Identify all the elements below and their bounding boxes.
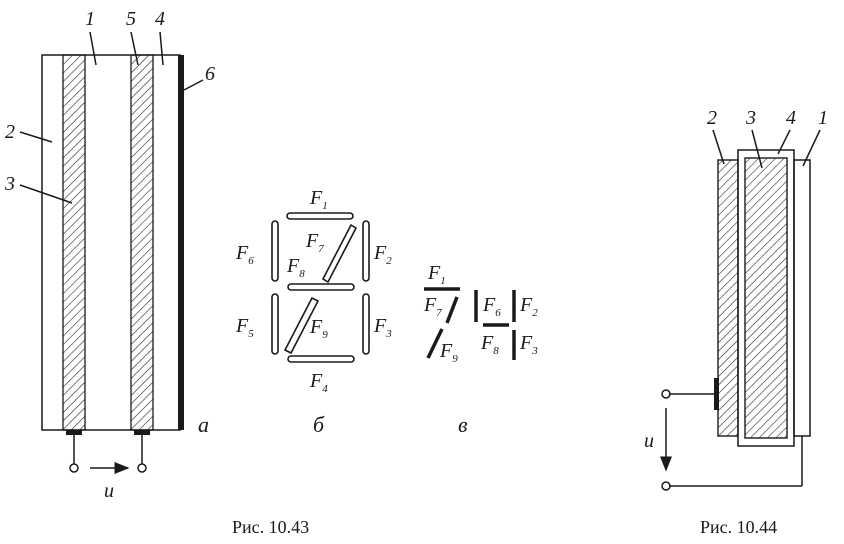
plate-1 (793, 159, 811, 437)
voltage-label: u (104, 480, 114, 502)
voltage-label-44: u (644, 430, 654, 452)
label-3: 3 (4, 173, 15, 195)
leader-4 (159, 31, 164, 66)
label-6: 6 (205, 63, 215, 85)
label-4: 4 (155, 8, 165, 30)
label-44-2: 2 (707, 107, 717, 129)
label-f8: F8 (286, 255, 305, 280)
bar-f9 (426, 328, 444, 359)
leader-44-2 (712, 129, 725, 165)
segment-f8 (287, 283, 355, 291)
segment-f6 (271, 220, 279, 282)
fig-10-43-v: F1 F7 F9 F6 F2 F8 F3 в (423, 262, 538, 437)
label-f6: F6 (235, 242, 254, 267)
label-44-1: 1 (818, 107, 828, 129)
label-f4: F4 (309, 370, 328, 395)
label-f5: F5 (235, 315, 254, 340)
panel-letter-v: в (458, 412, 468, 437)
bar-f7 (445, 296, 459, 324)
leader-44-4 (777, 129, 791, 155)
leader-44-3 (751, 129, 763, 169)
label-v-f1: F1 (427, 262, 446, 287)
label-f2: F2 (373, 242, 392, 267)
hatched-layer-3 (744, 157, 788, 439)
right-electrode-layer (130, 54, 154, 431)
leader-3 (19, 184, 73, 204)
leader-5 (130, 31, 139, 66)
fig-10-44: u 2 3 4 1 (644, 107, 828, 491)
label-v-f9: F9 (439, 340, 458, 365)
label-v-f3: F3 (519, 332, 538, 357)
segment-f5 (271, 293, 279, 355)
segment-f9 (283, 296, 320, 355)
hatched-plate-2 (717, 159, 739, 437)
leader-44-1 (802, 129, 821, 167)
segment-f7 (321, 223, 358, 284)
panel-letter-b: б (313, 412, 325, 437)
fig-10-43-a: u 1 5 4 6 2 3 а (4, 8, 215, 502)
terminal-left (69, 463, 79, 473)
label-44-3: 3 (745, 107, 756, 129)
label-5: 5 (126, 8, 136, 30)
label-1: 1 (85, 8, 95, 30)
left-electrode-layer (62, 54, 86, 431)
label-f9: F9 (309, 316, 328, 341)
contact-left (66, 430, 82, 435)
segment-f1 (286, 212, 354, 220)
reflector-layer (178, 55, 184, 430)
label-44-4: 4 (786, 107, 796, 129)
leader-2 (19, 131, 53, 143)
leader-1 (89, 31, 97, 66)
caption-fig-10-43: Рис. 10.43 (232, 517, 309, 537)
fig-10-43-b: F1 F6 F7 F8 F2 F5 F9 F3 F4 б (235, 187, 392, 437)
contact-electrode (714, 378, 719, 410)
segment-f4 (287, 355, 355, 363)
label-f1: F1 (309, 187, 328, 212)
terminal-top (661, 389, 671, 399)
label-v-f2: F2 (519, 294, 538, 319)
label-v-f7: F7 (423, 294, 442, 319)
leader-6 (183, 79, 204, 91)
label-v-f8: F8 (480, 332, 499, 357)
label-2: 2 (5, 121, 15, 143)
segment-f2 (362, 220, 370, 282)
terminal-right (137, 463, 147, 473)
contact-right (134, 430, 150, 435)
label-v-f6: F6 (482, 294, 501, 319)
caption-fig-10-44: Рис. 10.44 (700, 517, 777, 537)
panel-letter-a: а (198, 412, 209, 437)
segment-f3 (362, 293, 370, 355)
label-f3: F3 (373, 315, 392, 340)
terminal-bottom (661, 481, 671, 491)
label-f7: F7 (305, 230, 324, 255)
